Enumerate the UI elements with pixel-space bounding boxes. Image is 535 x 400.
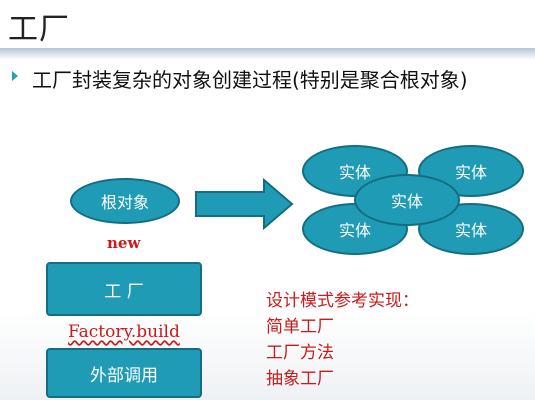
entity-node-bottom-left: 实体 — [302, 203, 408, 255]
bullet-triangle-icon — [12, 71, 18, 81]
slide-title: 工厂 — [8, 12, 70, 47]
bullet-text: 工厂封装复杂的对象创建过程(特别是聚合根对象) — [32, 68, 468, 92]
entity-label: 实体 — [338, 221, 371, 240]
design-patterns-list: 设计模式参考实现： 简单工厂 工厂方法 抽象工厂 — [266, 288, 419, 392]
entity-node-top-left: 实体 — [302, 145, 408, 197]
pattern-item-simple-factory: 简单工厂 — [266, 317, 334, 337]
pattern-item-abstract-factory: 抽象工厂 — [266, 369, 334, 389]
entity-node-center: 实体 — [354, 174, 460, 226]
entity-label: 实体 — [454, 163, 487, 182]
title-divider — [0, 48, 535, 60]
external-call-label: 外部调用 — [90, 365, 158, 386]
factory-label: 工 厂 — [104, 281, 144, 302]
entity-label: 实体 — [454, 221, 487, 240]
new-label: new — [107, 234, 141, 252]
external-call-box: 外部调用 — [46, 348, 202, 398]
root-object-node: 根对象 — [70, 178, 180, 224]
factory-build-label: Factory.build — [68, 322, 180, 342]
pattern-item-factory-method: 工厂方法 — [266, 343, 334, 363]
root-object-label: 根对象 — [100, 193, 149, 212]
entity-label: 实体 — [338, 163, 371, 182]
factory-box: 工 厂 — [46, 262, 202, 316]
entity-label: 实体 — [390, 192, 423, 211]
patterns-title: 设计模式参考实现： — [266, 291, 419, 311]
block-arrow-right-icon — [195, 178, 294, 230]
